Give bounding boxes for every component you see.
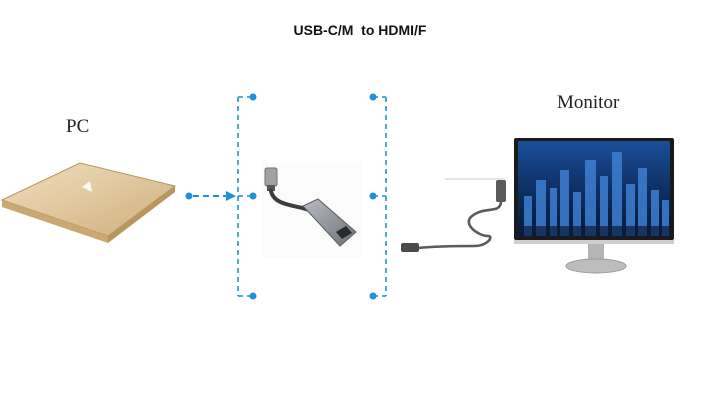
- pc-label: PC: [66, 116, 90, 137]
- diagram-title: USB-C/M to HDMI/F: [293, 22, 427, 38]
- right-bracket-bottom-dot: [369, 292, 377, 300]
- pc-to-adapter-arrow: [185, 191, 236, 201]
- left-bracket-top-dot: [249, 93, 257, 101]
- hdmi-cable-image: [401, 178, 506, 252]
- left-bracket: [237, 96, 251, 297]
- right-bracket-mid-dot: [369, 192, 377, 200]
- apple-logo-icon: [82, 181, 92, 192]
- left-bracket-mid-dot: [249, 192, 257, 200]
- adapter-image: [262, 163, 362, 258]
- monitor-image: [514, 138, 674, 274]
- laptop-image: [0, 162, 177, 243]
- right-bracket-top-dot: [369, 93, 377, 101]
- monitor-label: Monitor: [557, 92, 620, 113]
- left-bracket-bottom-dot: [249, 292, 257, 300]
